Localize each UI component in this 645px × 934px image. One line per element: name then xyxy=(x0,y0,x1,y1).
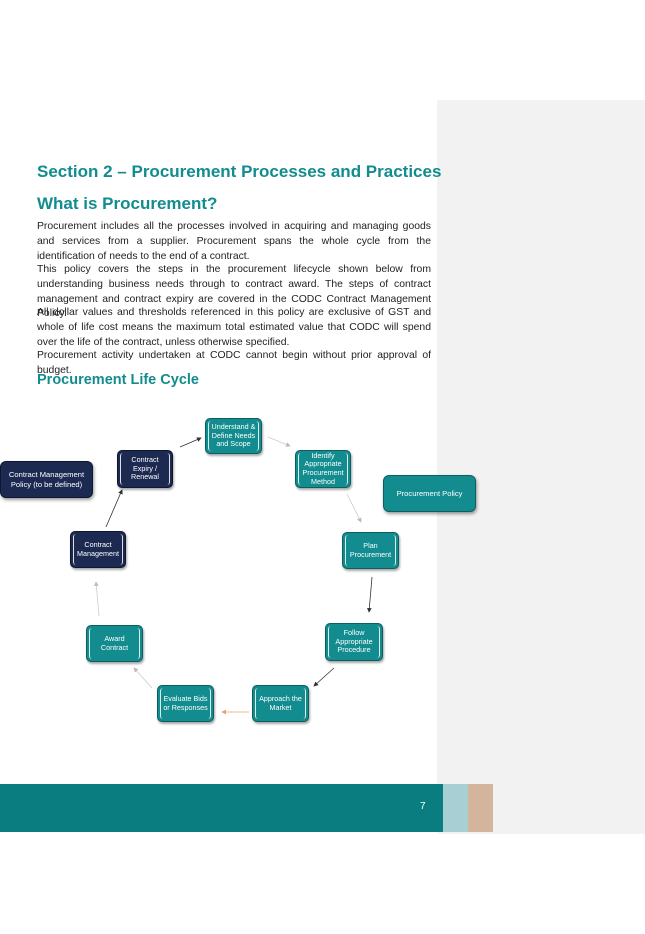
node-understand-define-needs: Understand & Define Needs and Scope xyxy=(205,418,262,454)
node-follow-procedure: Follow Appropriate Procedure xyxy=(325,623,383,661)
paragraph-intro: Procurement includes all the processes i… xyxy=(37,221,431,262)
arrow-expiry-understand xyxy=(179,437,202,448)
comment-pane xyxy=(437,100,645,834)
what-is-procurement-heading: What is Procurement? xyxy=(37,194,218,213)
contract-management-policy-box: Contract Management Policy (to be define… xyxy=(0,461,93,498)
procurement-policy-box: Procurement Policy xyxy=(383,475,476,512)
node-approach-market: Approach the Market xyxy=(252,685,309,722)
arrow-award-management xyxy=(93,581,100,617)
footer-accent-light-teal xyxy=(443,784,468,832)
arrow-evaluate-award xyxy=(133,667,153,689)
lifecycle-heading: Procurement Life Cycle xyxy=(37,372,199,388)
node-contract-management: Contract Management xyxy=(70,531,126,568)
section-heading: Section 2 – Procurement Processes and Pr… xyxy=(37,162,442,181)
footer-bar xyxy=(0,784,443,832)
node-evaluate-bids: Evaluate Bids or Responses xyxy=(157,685,214,722)
page-number: 7 xyxy=(420,801,426,812)
paragraph-scope: This policy covers the steps in the proc… xyxy=(37,264,431,320)
node-contract-expiry-renewal: Contract Expiry / Renewal xyxy=(117,450,173,488)
arrow-follow-approach xyxy=(313,667,335,687)
arrow-management-expiry xyxy=(105,489,123,528)
footer-accent-tan xyxy=(468,784,493,832)
node-plan-procurement: Plan Procurement xyxy=(342,532,399,569)
arrow-plan-follow xyxy=(366,576,373,613)
node-award-contract: Award Contract xyxy=(86,625,143,662)
arrow-understand-identify xyxy=(267,436,291,447)
paragraph-budget: Procurement activity undertaken at CODC … xyxy=(37,350,431,376)
paragraph-values: All dollar values and thresholds referen… xyxy=(37,307,431,348)
arrow-identify-plan xyxy=(346,493,362,523)
node-identify-procurement-method: Identify Appropriate Procurement Method xyxy=(295,450,351,488)
